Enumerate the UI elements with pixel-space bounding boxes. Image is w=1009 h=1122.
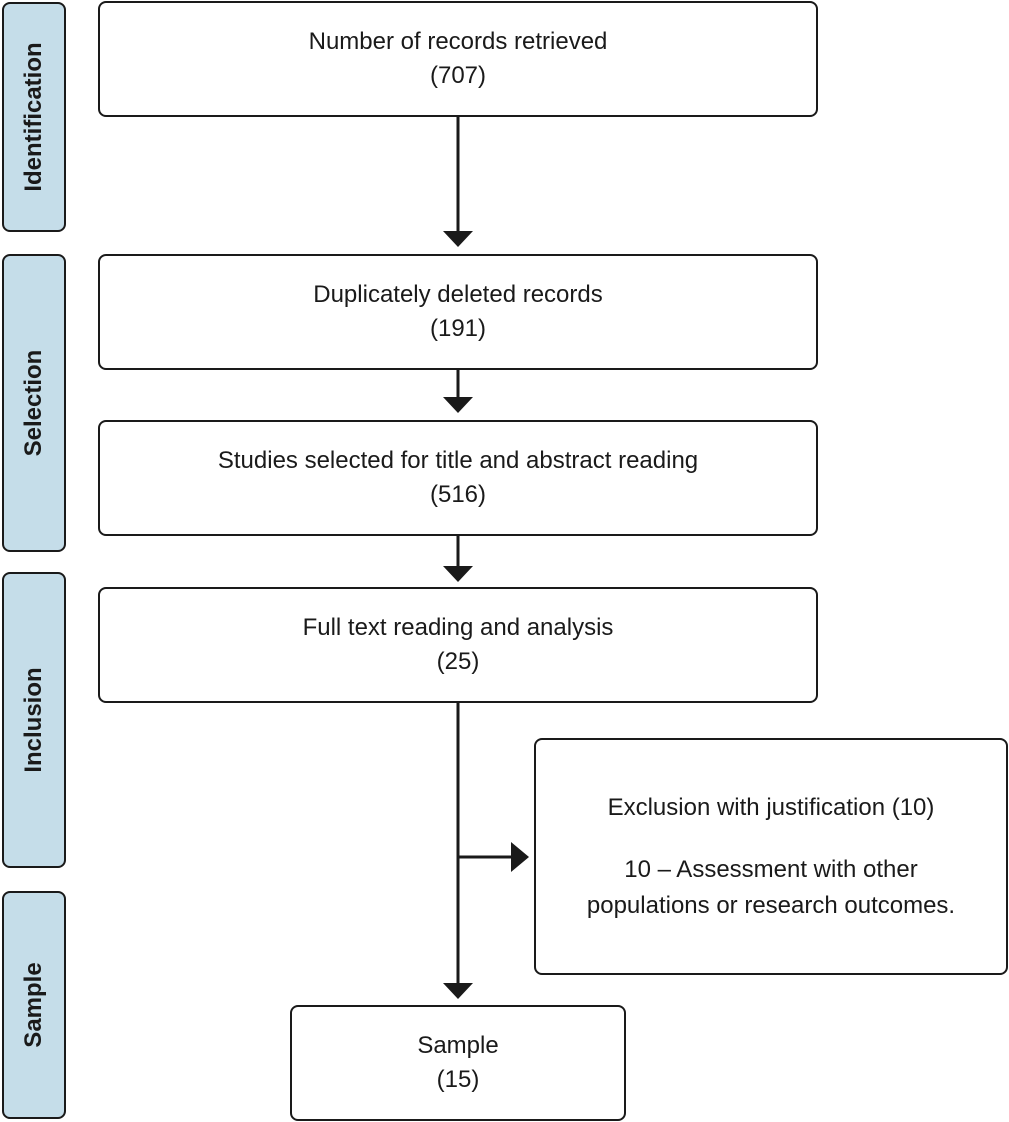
box-full-text: Full text reading and analysis (25) [98, 587, 818, 703]
phase-sample: Sample [2, 891, 66, 1119]
box-title: Number of records retrieved [308, 28, 608, 55]
exclusion-detail: populations or research outcomes. [586, 891, 956, 919]
box-title: Full text reading and analysis [302, 614, 614, 641]
box-count: (707) [429, 62, 487, 89]
box-title: Duplicately deleted records [313, 281, 603, 308]
arrow-head [443, 397, 473, 413]
exclusion-title: Exclusion with justification (10) [607, 793, 935, 821]
box-title: Sample [417, 1032, 499, 1059]
box-title-abstract: Studies selected for title and abstract … [98, 420, 818, 536]
box-duplicates-deleted: Duplicately deleted records (191) [98, 254, 818, 370]
box-exclusion: Exclusion with justification (10) 10 – A… [534, 738, 1008, 975]
box-count: (15) [436, 1066, 480, 1093]
exclusion-detail: 10 – Assessment with other [624, 855, 918, 883]
arrow-head [443, 983, 473, 999]
box-records-retrieved: Number of records retrieved (707) [98, 1, 818, 117]
arrow-head [443, 231, 473, 247]
box-count: (191) [429, 315, 487, 342]
arrow-head [511, 842, 529, 872]
box-count: (25) [436, 648, 480, 675]
box-title: Studies selected for title and abstract … [217, 447, 699, 474]
box-count: (516) [429, 481, 487, 508]
phase-identification: Identification [2, 2, 66, 232]
phase-inclusion: Inclusion [2, 572, 66, 868]
arrow-head [443, 566, 473, 582]
phase-selection: Selection [2, 254, 66, 552]
box-sample: Sample (15) [290, 1005, 626, 1121]
